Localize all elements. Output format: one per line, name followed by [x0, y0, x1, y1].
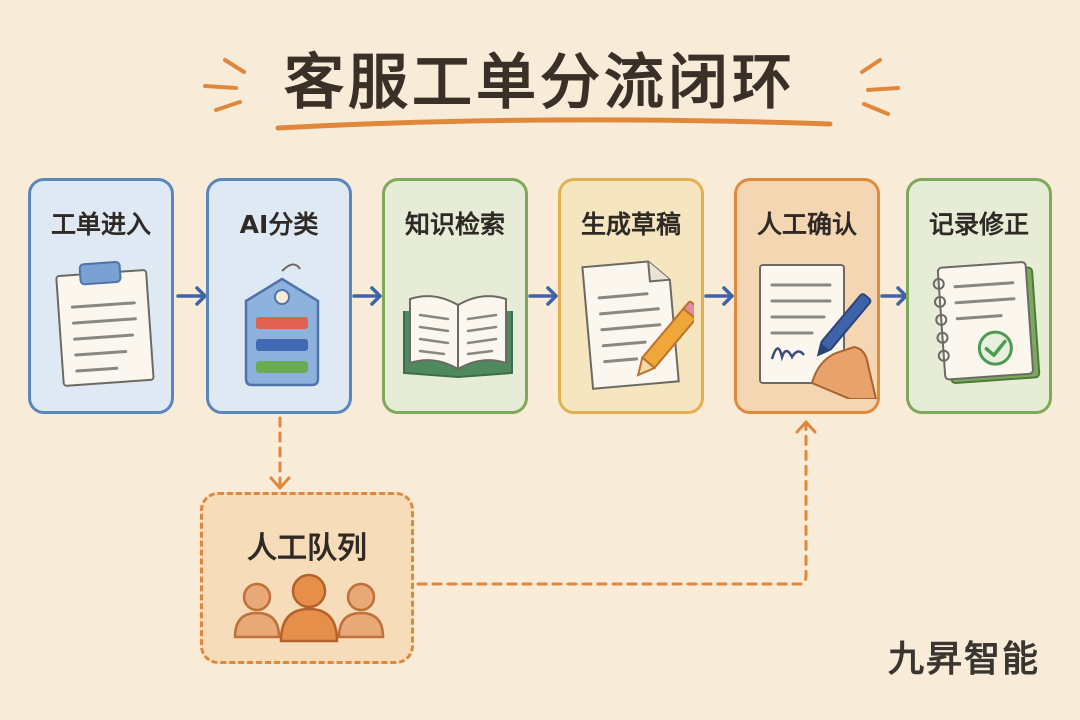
queue-label: 人工队列	[247, 531, 367, 566]
page-title: 客服工单分流闭环	[284, 48, 796, 118]
arrow-5-to-6	[880, 286, 908, 306]
people-group-icon	[233, 573, 385, 643]
step-card-ticket-intake: 工单进入	[28, 178, 174, 414]
title-underline	[275, 117, 833, 131]
step-label: 记录修正	[928, 210, 1029, 239]
sparkle-left-icon	[203, 58, 246, 112]
step-card-ai-classify: AI分类	[206, 178, 352, 414]
connector-arrowhead-up	[795, 420, 817, 434]
manual-queue-box: 人工队列	[200, 492, 414, 664]
sparkle-right-icon	[860, 58, 900, 116]
arrow-1-to-2	[176, 286, 207, 306]
notebook-check-icon	[932, 261, 1041, 384]
document-pencil-icon	[581, 260, 694, 390]
book-icon	[403, 295, 513, 379]
connector-arrowhead-down	[269, 476, 291, 490]
step-label: AI分类	[239, 210, 319, 239]
step-card-generate-draft: 生成草稿	[558, 178, 704, 414]
step-label: 人工确认	[756, 210, 857, 239]
step-card-knowledge-search: 知识检索	[382, 178, 528, 414]
step-label: 知识检索	[404, 210, 505, 239]
signing-hand-icon	[759, 264, 878, 399]
arrow-3-to-4	[528, 286, 558, 306]
dashed-connector-queue-to-confirm	[416, 422, 808, 586]
tag-icon	[244, 263, 320, 387]
brand-watermark: 九昇智能	[888, 639, 1041, 680]
step-label: 工单进入	[50, 210, 151, 239]
step-card-record-correct: 记录修正	[906, 178, 1052, 414]
arrow-4-to-5	[704, 286, 734, 306]
clipboard-icon	[55, 261, 155, 387]
step-label: 生成草稿	[580, 210, 681, 239]
step-card-manual-confirm: 人工确认	[734, 178, 880, 414]
arrow-2-to-3	[352, 286, 382, 306]
